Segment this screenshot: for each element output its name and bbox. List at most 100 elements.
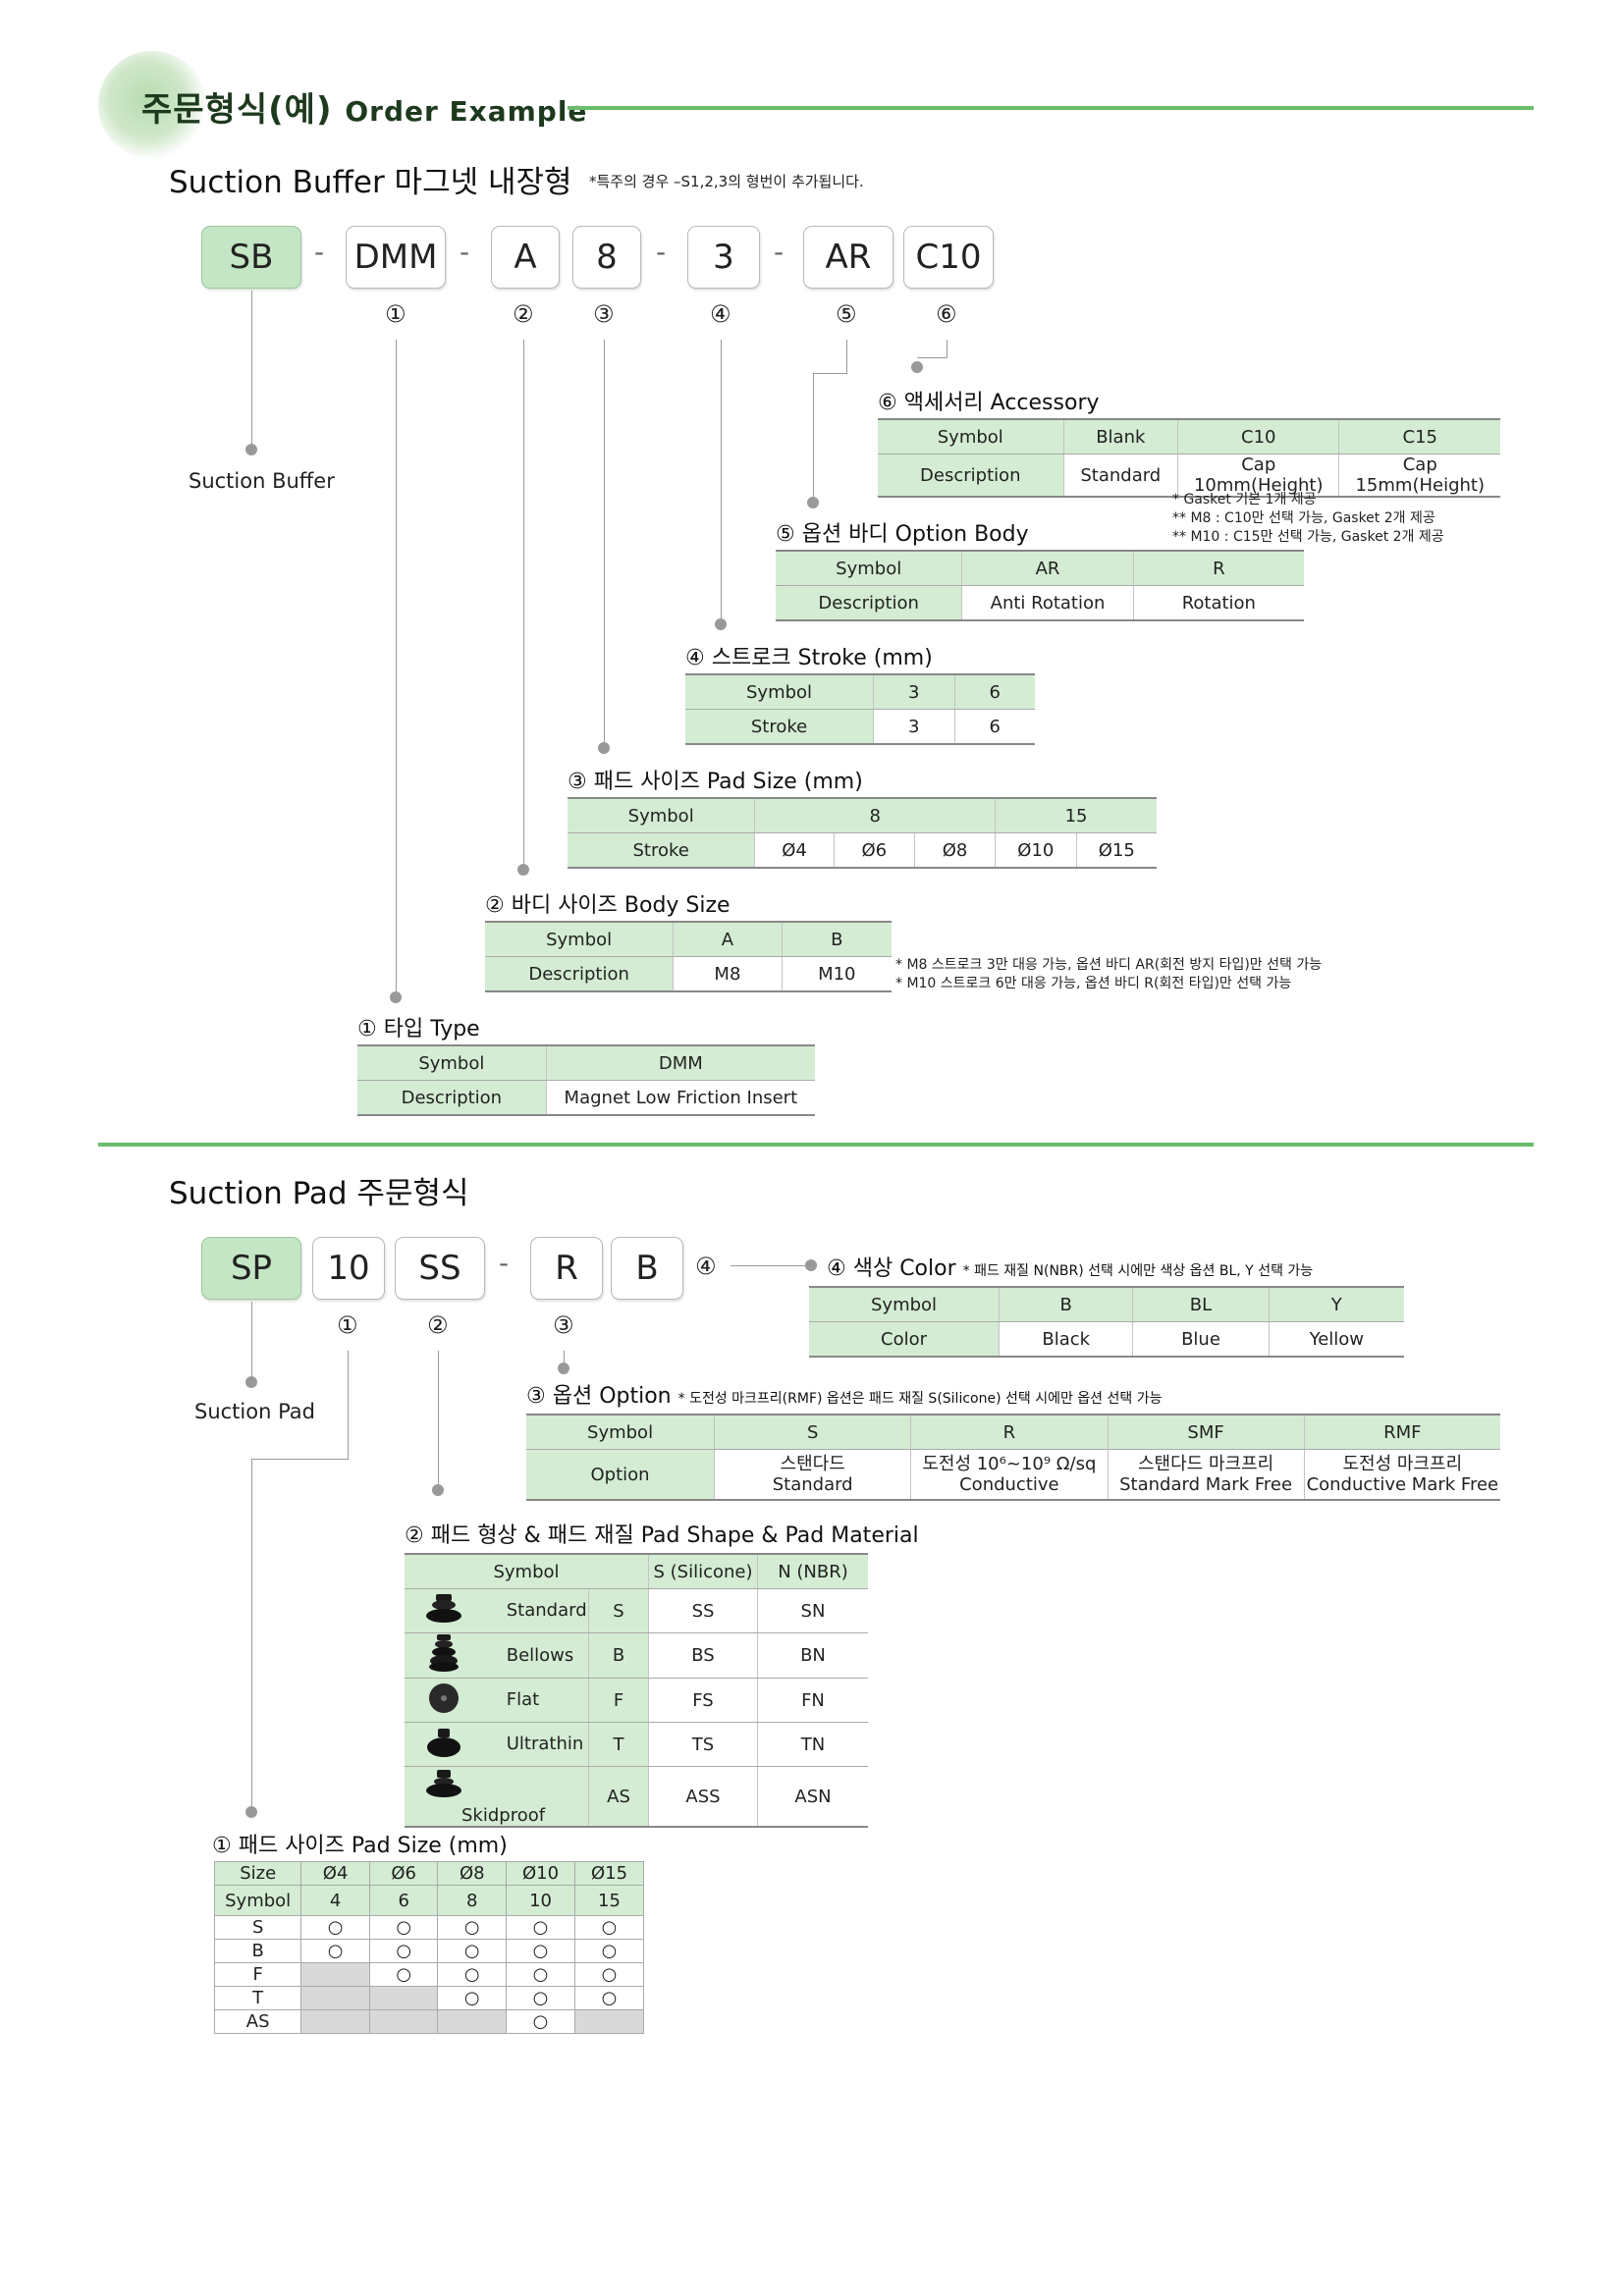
cell: ○: [506, 1915, 575, 1940]
cell: [300, 1986, 370, 2010]
code-c10: C10: [903, 226, 994, 289]
cell: M8: [673, 956, 783, 992]
cell: N (NBR): [757, 1553, 868, 1589]
cell: SS: [648, 1588, 758, 1633]
cell: Blank: [1062, 418, 1178, 454]
cell: ASN: [757, 1766, 868, 1828]
shape-table: Symbol S (Silicone) N (NBR) Standard S S…: [405, 1553, 868, 1828]
option-title-text: ③ 옵션 Option: [526, 1384, 672, 1409]
cell: ○: [506, 2009, 575, 2034]
cell: Symbol: [485, 921, 674, 957]
title-kr: 주문형식(예): [141, 90, 333, 130]
standard-pad-icon: [424, 1592, 463, 1630]
shape-name: Skidproof: [461, 1805, 546, 1826]
cell: AS: [213, 2009, 302, 2034]
pad-size-matrix: Size Ø4 Ø6 Ø8 Ø10 Ø15 Symbol 4 6 8 10 15…: [213, 1861, 644, 2034]
cell: Size: [213, 1861, 302, 1886]
body-size-table: Symbol A B Description M8 M10: [485, 921, 892, 992]
cell-line: 스탠다드 마크프리: [1137, 1454, 1274, 1474]
cell: 6: [953, 673, 1035, 710]
cell: Cap 10mm(Height): [1177, 454, 1339, 498]
leader-line: [731, 1265, 811, 1266]
cell: A: [673, 921, 783, 957]
cell: Description: [357, 1080, 547, 1116]
cell: Symbol: [526, 1414, 715, 1450]
dash: -: [774, 236, 785, 268]
cell: Y: [1268, 1286, 1404, 1322]
accessory-title: ⑥ 액세서리 Accessory: [878, 391, 1100, 415]
shape-cell-bellows: Bellows: [405, 1632, 589, 1679]
cell: Standard: [1062, 454, 1178, 498]
cell-line: Standard Mark Free: [1119, 1474, 1293, 1495]
cell: [574, 2009, 644, 2034]
cell: AR: [961, 550, 1134, 586]
header-blob: [98, 51, 206, 159]
shape-cell-flat: Flat: [405, 1678, 589, 1723]
leader-dot: [598, 742, 610, 754]
leader-dot: [390, 991, 402, 1003]
cell: Stroke: [685, 709, 874, 745]
code-ar: AR: [803, 226, 893, 289]
cell: Ø10: [506, 1861, 575, 1886]
shape-cell-standard: Standard: [405, 1588, 589, 1633]
cell: DMM: [545, 1044, 815, 1081]
cell: 6: [953, 709, 1035, 745]
leader-dot: [245, 1806, 257, 1818]
cell: ○: [368, 1939, 439, 1963]
color-title: ④ 색상 Color * 패드 재질 N(NBR) 선택 시에만 색상 옵션 B…: [827, 1251, 1313, 1282]
note-line: ** M10 : C15만 선택 가능, Gasket 2개 제공: [1172, 529, 1444, 545]
cell: 15: [995, 797, 1157, 833]
code-b: B: [611, 1237, 683, 1300]
leader-line: [917, 357, 947, 358]
leader-dot: [558, 1362, 569, 1374]
leader-line: [721, 340, 722, 622]
cell: 3: [873, 673, 955, 710]
cell-line: Standard: [772, 1474, 853, 1495]
suction-pad-label: Suction Pad: [194, 1400, 316, 1423]
cell: Description: [485, 956, 674, 992]
type-title: ① 타입 Type: [357, 1017, 480, 1041]
cell: BL: [1132, 1286, 1270, 1322]
note-line: ** M8 : C10만 선택 가능, Gasket 2개 제공: [1172, 510, 1435, 526]
cell: SN: [757, 1588, 868, 1633]
cell: Anti Rotation: [961, 585, 1134, 621]
cell: Symbol: [685, 673, 874, 710]
shape-name: Flat: [506, 1689, 540, 1710]
cell: Ø6: [833, 832, 915, 869]
note-line: * M10 스트로크 6만 대응 가능, 옵션 바디 R(회전 타입)만 선택 …: [895, 976, 1292, 991]
shape-name: Bellows: [506, 1644, 574, 1666]
cell: FS: [648, 1678, 758, 1723]
note-line: * M8 스트로크 3만 대응 가능, 옵션 바디 AR(회전 방지 타입)만 …: [895, 957, 1323, 973]
cell: ○: [437, 1962, 508, 1987]
num-3: ③: [593, 300, 615, 328]
pad-size-matrix-title: ① 패드 사이즈 Pad Size (mm): [212, 1834, 508, 1858]
leader-line: [564, 1351, 565, 1370]
cell: F: [588, 1678, 649, 1723]
cell: Black: [999, 1321, 1133, 1358]
code-r: R: [530, 1237, 603, 1300]
shape-cell-skidproof: Skidproof: [405, 1766, 589, 1828]
cell: Symbol: [568, 797, 755, 833]
code-a: A: [491, 226, 560, 289]
cell: Rotation: [1132, 585, 1304, 621]
cell: F: [213, 1962, 302, 1987]
cell: TN: [757, 1722, 868, 1767]
buffer-note: *특주의 경우 –S1,2,3의 형번이 추가됩니다.: [589, 173, 864, 190]
cell: Ø10: [995, 832, 1077, 869]
cell: Ø8: [437, 1861, 508, 1886]
cell: 4: [300, 1885, 370, 1916]
shape-title: ② 패드 형상 & 패드 재질 Pad Shape & Pad Material: [405, 1523, 919, 1548]
type-table: Symbol DMM Description Magnet Low Fricti…: [357, 1044, 815, 1116]
cell: Description: [878, 454, 1064, 498]
cell: ○: [574, 1939, 644, 1963]
pad-section-title: Suction Pad 주문형식: [169, 1176, 469, 1211]
num-3: ③: [553, 1311, 574, 1339]
cell: Symbol: [213, 1885, 302, 1916]
flat-pad-icon: [424, 1682, 463, 1720]
cell: Ø4: [754, 832, 835, 869]
cell: B: [999, 1286, 1133, 1322]
body-size-notes: * M8 스트로크 3만 대응 가능, 옵션 바디 AR(회전 방지 타입)만 …: [895, 956, 1322, 993]
